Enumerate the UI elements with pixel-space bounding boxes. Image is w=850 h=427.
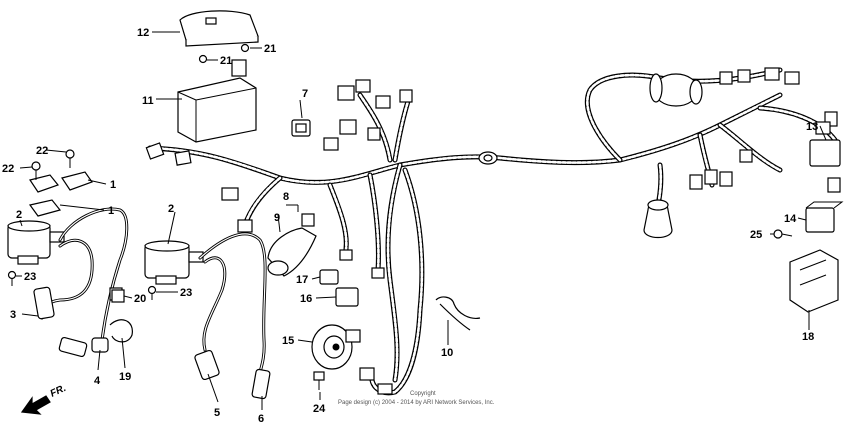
horn-15 — [311, 324, 361, 390]
ignition-coil-center — [144, 240, 204, 285]
callout-24: 24 — [313, 403, 326, 415]
ignition-coil-left — [7, 220, 65, 265]
connector-boot-9 — [267, 213, 317, 277]
callout-21: 21 — [220, 55, 232, 67]
relay-14 — [805, 201, 844, 233]
callout-1: 1 — [108, 205, 114, 217]
callout-2: 2 — [16, 209, 22, 221]
callout-13: 13 — [806, 121, 818, 133]
coil-brackets — [7, 149, 157, 300]
copyright-line-1: Copyright — [410, 391, 436, 397]
relay-16-17 — [319, 269, 359, 307]
clip-20 — [111, 289, 125, 303]
front-direction-label: FR. — [49, 383, 68, 400]
callout-25: 25 — [750, 229, 762, 241]
callout-17: 17 — [296, 274, 308, 286]
relay-box-cover — [179, 10, 259, 47]
callout-23: 23 — [24, 271, 36, 283]
callout-14: 14 — [784, 213, 797, 225]
callout-3: 3 — [10, 309, 16, 321]
relay-box-case — [177, 43, 257, 143]
callout-7: 7 — [302, 88, 308, 100]
callout-20: 20 — [134, 293, 146, 305]
band-10 — [435, 296, 481, 331]
callout-1: 1 — [110, 179, 116, 191]
callout-5: 5 — [214, 407, 220, 419]
relay-7 — [291, 119, 311, 137]
callout-12: 12 — [137, 27, 149, 39]
callout-10: 10 — [441, 347, 453, 359]
callout-23: 23 — [180, 287, 192, 299]
callout-21: 21 — [264, 43, 276, 55]
callout-4: 4 — [94, 375, 101, 387]
callout-19: 19 — [119, 371, 131, 383]
main-wire-harness — [145, 67, 841, 396]
callout-22: 22 — [2, 163, 14, 175]
spark-plug-cords — [33, 207, 271, 400]
callout-numbers: 1 1 2 2 3 4 5 6 7 8 9 10 11 12 13 14 15 … — [2, 27, 818, 425]
copyright-line-2: Page design (c) 2004 - 2014 by ARI Netwo… — [338, 400, 495, 406]
callout-11: 11 — [142, 95, 154, 107]
bracket-18 — [789, 249, 839, 313]
copyright-notice: Copyright Page design (c) 2004 - 2014 by… — [338, 391, 495, 406]
callout-22: 22 — [36, 145, 48, 157]
front-direction-arrow-icon: FR. — [20, 383, 68, 415]
callout-6: 6 — [258, 413, 264, 425]
callout-2: 2 — [168, 203, 174, 215]
callout-9: 9 — [274, 212, 280, 224]
leader-lines — [16, 31, 827, 410]
callout-16: 16 — [300, 293, 312, 305]
bolt-25 — [773, 229, 793, 239]
callout-15: 15 — [282, 335, 294, 347]
callout-18: 18 — [802, 331, 814, 343]
callout-8: 8 — [283, 191, 289, 203]
